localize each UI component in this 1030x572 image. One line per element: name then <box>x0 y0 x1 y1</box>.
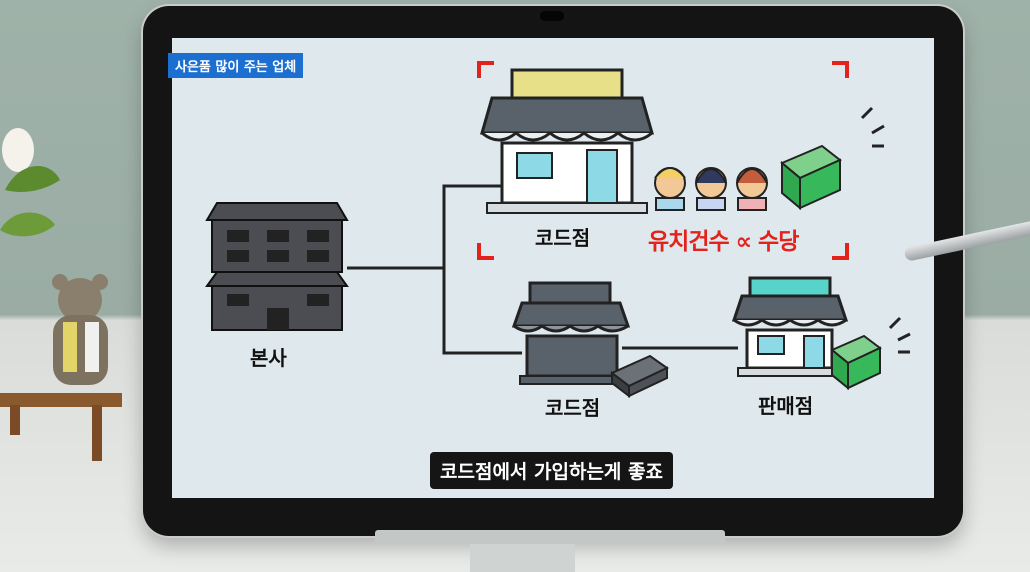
tablet-stand-base <box>470 544 575 572</box>
money-stack-icon-bottom <box>830 334 882 391</box>
building-icon <box>205 202 349 331</box>
tablet-stand <box>375 530 725 544</box>
camera-notch <box>540 11 564 21</box>
label-code-store-top: 코드점 <box>535 226 591 250</box>
decor-bear-figure <box>35 270 125 395</box>
money-stack-icon-top <box>780 144 842 211</box>
speed-lines-icon-top <box>860 106 885 148</box>
bench-icon <box>0 393 122 461</box>
store-icon-bottom <box>511 281 631 385</box>
label-headquarters: 본사 <box>250 346 287 370</box>
subtitle-caption: 코드점에서 가입하는게 좋죠 <box>430 452 673 489</box>
diagram-graphics <box>205 61 911 399</box>
focus-corners <box>477 61 849 260</box>
label-recruit-formula: 유치건수 ∝ 수당 <box>648 229 799 255</box>
store-icon-sales <box>731 276 849 377</box>
tablet-screen <box>172 38 934 498</box>
plant-icon <box>0 128 60 237</box>
decor-plant <box>0 120 70 280</box>
store-icon-top <box>480 68 654 214</box>
cash-bundle-icon <box>610 354 669 399</box>
label-code-store-bottom: 코드점 <box>545 396 601 420</box>
people-icon <box>654 167 768 211</box>
label-sales-store: 판매점 <box>758 394 814 418</box>
connector-lines <box>347 184 738 355</box>
decor-bench <box>0 375 125 465</box>
bear-icon <box>52 274 108 385</box>
topic-tag: 사은품 많이 주는 업체 <box>168 53 304 78</box>
speed-lines-icon-bottom <box>888 316 911 354</box>
